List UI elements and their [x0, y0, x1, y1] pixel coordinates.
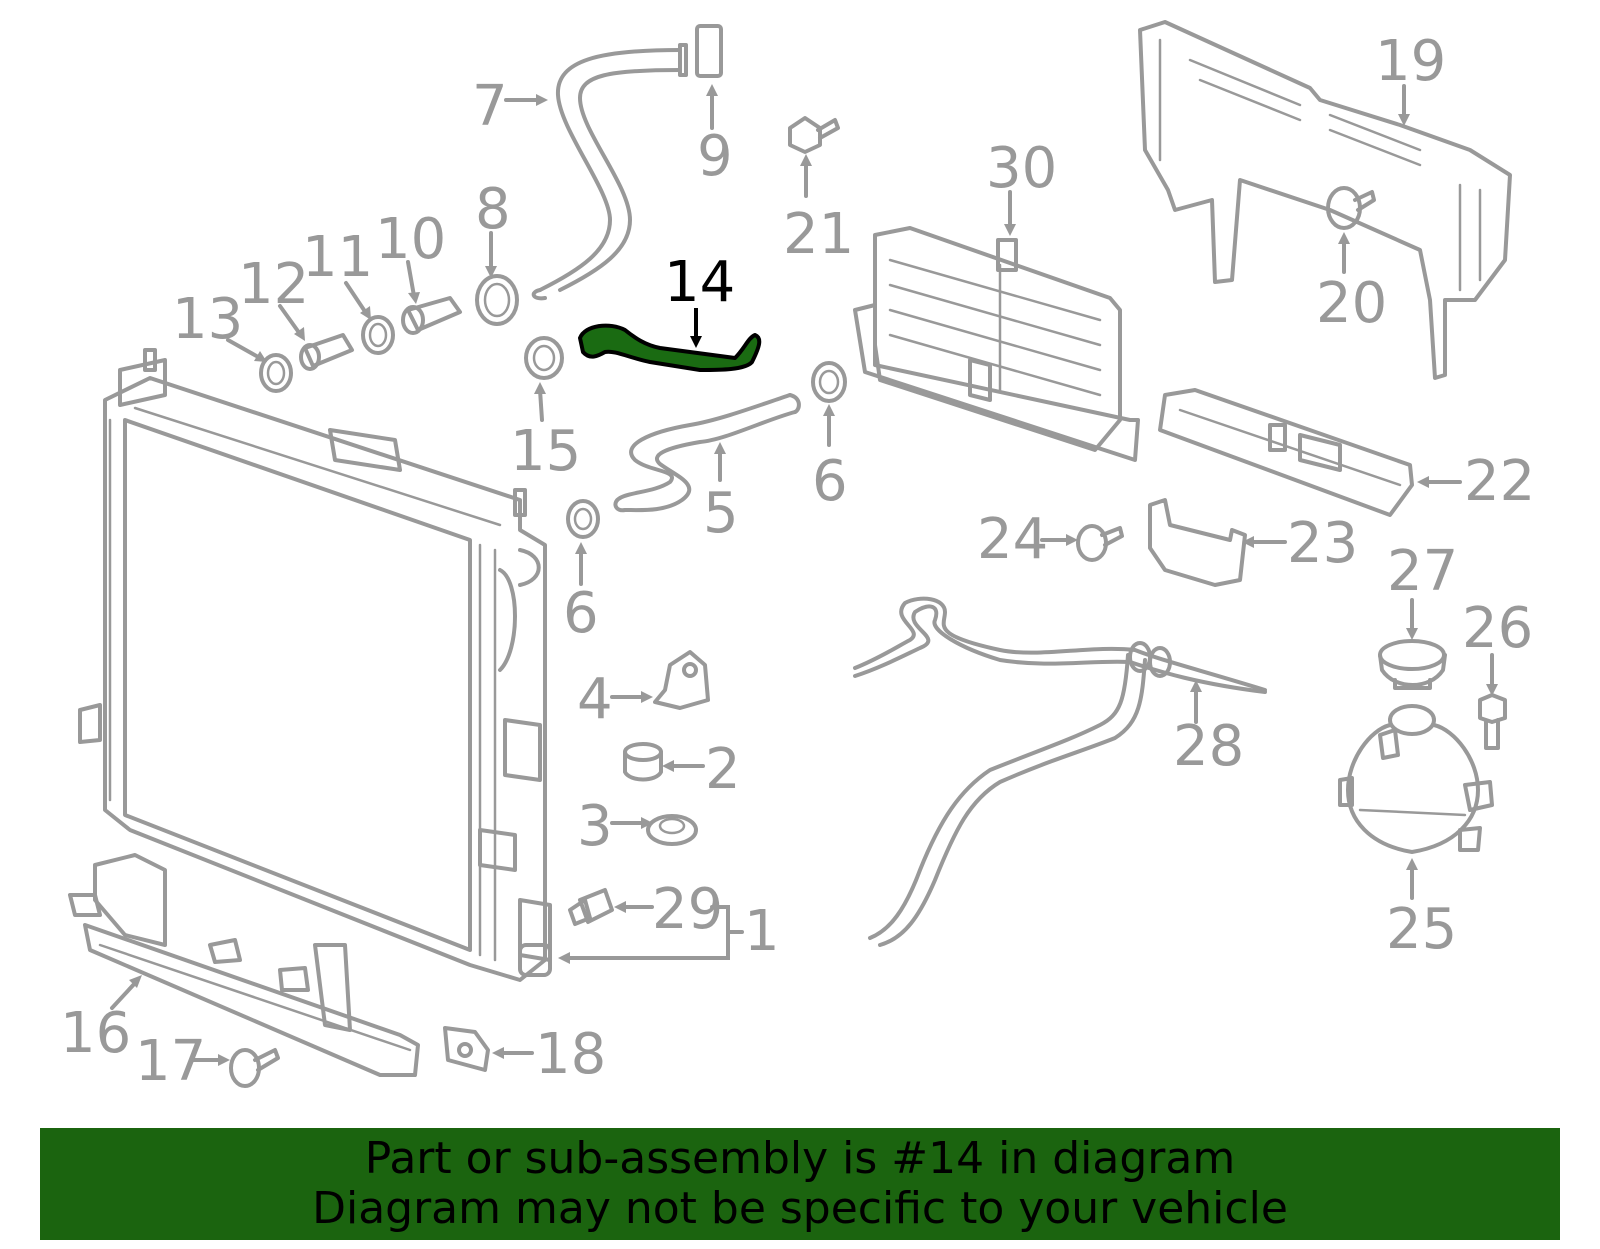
- callout-19: 19: [1375, 29, 1446, 94]
- callout-15: 15: [510, 419, 581, 484]
- callout-28: 28: [1173, 714, 1244, 779]
- callout-14: 14: [664, 250, 735, 315]
- callout-3: 3: [577, 794, 613, 859]
- bracket-part-4[interactable]: [653, 650, 710, 710]
- callout-18: 18: [535, 1022, 606, 1087]
- bracket-part-9[interactable]: [695, 24, 723, 78]
- callout-8: 8: [475, 177, 511, 242]
- highlighted-hose-part-14[interactable]: [578, 323, 762, 372]
- callout-29: 29: [652, 877, 723, 942]
- callout-17: 17: [135, 1029, 206, 1094]
- bracket-part-23[interactable]: [1148, 498, 1247, 587]
- callout-12: 12: [238, 252, 309, 317]
- shutter-assembly-part-30[interactable]: [853, 226, 1140, 462]
- callout-26: 26: [1462, 596, 1533, 661]
- leader-lines: [110, 84, 1498, 1066]
- callout-4: 4: [577, 667, 613, 732]
- info-banner: Part or sub-assembly is #14 in diagram D…: [40, 1128, 1560, 1240]
- lower-support-part-16[interactable]: [68, 853, 420, 1077]
- reservoir-part-25[interactable]: [1338, 704, 1494, 854]
- callout-23: 23: [1287, 511, 1358, 576]
- callout-9: 9: [697, 124, 733, 189]
- deflector-part-22[interactable]: [1158, 388, 1414, 517]
- clamp-part-13[interactable]: [259, 353, 293, 393]
- callout-10: 10: [375, 207, 446, 272]
- cap-part-27[interactable]: [1378, 639, 1447, 690]
- grommet-part-2[interactable]: [623, 742, 663, 782]
- callout-24: 24: [977, 507, 1048, 572]
- lower-hose-part-5[interactable]: [613, 393, 801, 513]
- clamp-part-8[interactable]: [475, 274, 519, 326]
- push-pin-part-20[interactable]: [1326, 186, 1376, 230]
- radiator-part-1[interactable]: [78, 348, 552, 982]
- clip-part-18[interactable]: [443, 1026, 490, 1072]
- callout-16: 16: [60, 1001, 131, 1066]
- upper-support-part-19[interactable]: [1138, 20, 1512, 380]
- clamp-part-6-left[interactable]: [566, 499, 600, 539]
- bolt-part-21[interactable]: [788, 116, 840, 154]
- bolt-part-26[interactable]: [1478, 693, 1507, 750]
- push-pin-part-24[interactable]: [1076, 524, 1124, 562]
- sensor-part-29[interactable]: [568, 888, 614, 926]
- connector-part-12[interactable]: [299, 333, 354, 371]
- banner-line-part-number: Part or sub-assembly is #14 in diagram: [364, 1133, 1236, 1184]
- callout-13: 13: [172, 287, 243, 352]
- callout-30: 30: [986, 136, 1057, 201]
- overflow-hose-part-28[interactable]: [853, 596, 1267, 947]
- callout-7: 7: [472, 74, 508, 139]
- clamp-part-15[interactable]: [524, 336, 564, 380]
- upper-hose-part-7[interactable]: [531, 43, 688, 301]
- callout-6-right: 6: [812, 449, 848, 514]
- banner-line-disclaimer: Diagram may not be specific to your vehi…: [312, 1183, 1288, 1234]
- clamp-part-6-right[interactable]: [811, 361, 847, 403]
- bolt-part-17[interactable]: [229, 1048, 280, 1088]
- clamp-part-11[interactable]: [361, 315, 395, 355]
- callout-25: 25: [1386, 897, 1457, 962]
- callout-22: 22: [1464, 449, 1535, 514]
- connector-part-10[interactable]: [401, 296, 462, 335]
- callout-20: 20: [1316, 271, 1387, 336]
- callout-numbers: 7 9 8 10 11 12 13 14 15 21 30 19 20 6 5 …: [60, 29, 1535, 1094]
- callout-6-left: 6: [563, 581, 599, 646]
- callout-2: 2: [705, 737, 741, 802]
- callout-5: 5: [703, 481, 739, 546]
- callout-1: 1: [744, 899, 780, 964]
- callout-27: 27: [1387, 539, 1458, 604]
- grommet-part-3[interactable]: [646, 814, 698, 846]
- callout-21: 21: [783, 202, 854, 267]
- callout-11: 11: [302, 225, 373, 290]
